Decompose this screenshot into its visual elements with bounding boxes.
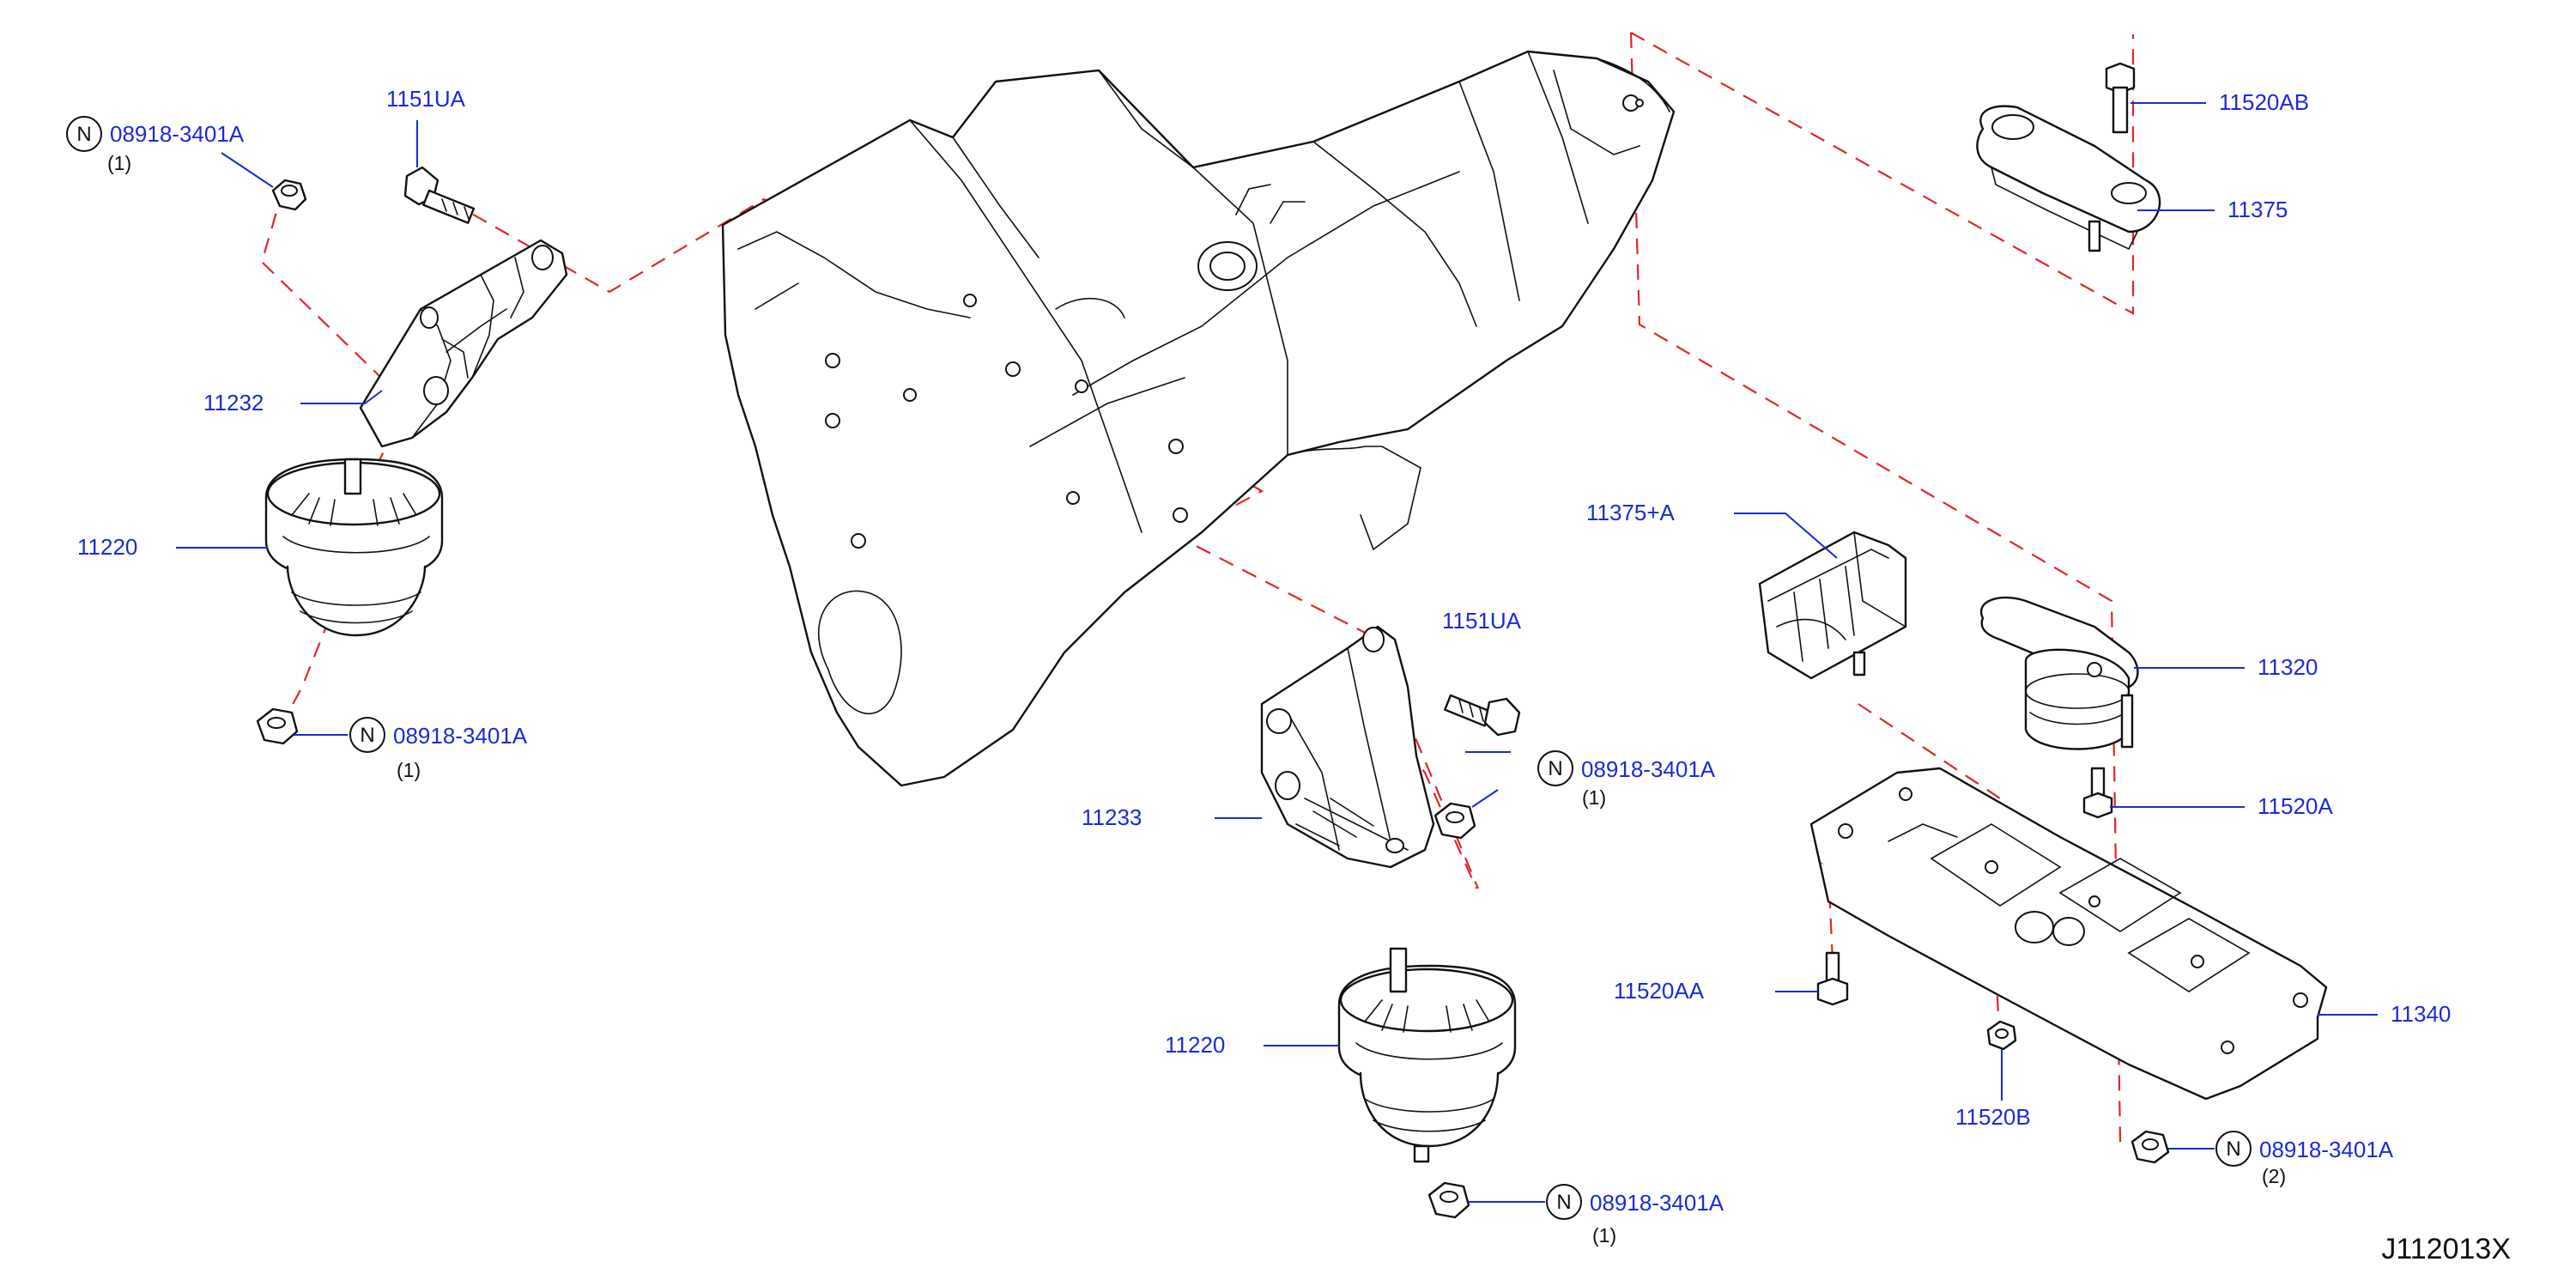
callout-11320[interactable]: 11320	[2258, 654, 2318, 680]
nut-left-lower[interactable]	[256, 707, 299, 745]
qty-top-left: (1)	[107, 152, 131, 174]
callout-11233[interactable]: 11233	[1082, 804, 1142, 830]
nut-center-lower[interactable]	[1427, 1181, 1470, 1219]
nut-top-left[interactable]	[271, 179, 307, 211]
bolt-11520aa[interactable]	[1816, 951, 1849, 1006]
engine-mount-bracket-center[interactable]	[1260, 625, 1435, 869]
note-marker-n-top-left: N	[66, 116, 102, 152]
dynamic-damper-11375a[interactable]	[1758, 531, 1907, 680]
callout-11520a[interactable]: 11520A	[2258, 793, 2333, 819]
engine-transmission-assembly	[721, 50, 1676, 787]
callout-08918-3401a-member-right[interactable]: 08918-3401A	[2259, 1137, 2394, 1162]
bolt-11520a[interactable]	[2082, 767, 2113, 819]
note-marker-n-member-right: N	[2215, 1131, 2252, 1167]
bolt-11520ab[interactable]	[2105, 62, 2136, 134]
qty-center-lower: (1)	[1592, 1224, 1616, 1247]
callout-11520ab[interactable]: 11520AB	[2219, 89, 2309, 115]
svg-text:N: N	[1548, 757, 1562, 780]
callout-08918-3401a-center-lower[interactable]: 08918-3401A	[1590, 1190, 1724, 1216]
rear-mount-bracket-11375[interactable]	[1976, 105, 2161, 252]
engine-mount-insulator-left[interactable]	[264, 458, 444, 637]
rear-mount-insulator-11320[interactable]	[1979, 596, 2139, 750]
callout-08918-3401a-left-lower[interactable]: 08918-3401A	[393, 723, 528, 749]
note-marker-n-center: N	[1537, 750, 1573, 786]
callout-11375a[interactable]: 11375+A	[1586, 500, 1676, 525]
svg-text:N: N	[2226, 1138, 2240, 1161]
callout-11220-left[interactable]: 11220	[77, 534, 137, 560]
leader-lines	[176, 102, 2378, 1203]
callout-11520b[interactable]: 11520B	[1955, 1104, 2031, 1130]
qty-member-right: (2)	[2262, 1165, 2286, 1187]
callout-11340[interactable]: 11340	[2391, 1001, 2451, 1027]
qty-center: (1)	[1582, 786, 1606, 809]
callout-1151ua-center[interactable]: 1151UA	[1442, 608, 1522, 634]
rear-engine-mount-member-11340[interactable]	[1809, 767, 2328, 1101]
bolt-1151ua-center[interactable]	[1444, 694, 1521, 737]
qty-left-lower: (1)	[397, 759, 421, 781]
callout-labels: 08918-3401A (1) 1151UA 11232 11220 08918…	[77, 86, 2451, 1247]
engine-mount-insulator-center[interactable]	[1337, 947, 1517, 1163]
bolt-1151ua-top[interactable]	[403, 166, 476, 224]
callout-11520aa[interactable]: 11520AA	[1614, 978, 1705, 1004]
svg-text:N: N	[76, 123, 91, 146]
callout-08918-3401a-top-left[interactable]: 08918-3401A	[110, 121, 245, 147]
callout-08918-3401a-center[interactable]: 08918-3401A	[1581, 756, 1716, 782]
nut-center[interactable]	[1433, 802, 1476, 840]
note-marker-n-center-lower: N	[1546, 1184, 1582, 1220]
svg-text:N: N	[360, 724, 374, 747]
callout-1151ua-top[interactable]: 1151UA	[386, 86, 466, 112]
nut-11520b[interactable]	[1986, 1020, 2017, 1051]
svg-text:N: N	[1556, 1191, 1571, 1214]
note-marker-n-left-lower: N	[349, 717, 385, 753]
callout-11220-center[interactable]: 11220	[1165, 1032, 1225, 1058]
diagram-id: J112013X	[2381, 1233, 2511, 1265]
callout-11375[interactable]: 11375	[2227, 197, 2288, 222]
nut-member-right[interactable]	[2131, 1130, 2170, 1164]
callout-11232[interactable]: 11232	[203, 390, 264, 416]
engine-mount-bracket-left[interactable]	[359, 239, 568, 448]
